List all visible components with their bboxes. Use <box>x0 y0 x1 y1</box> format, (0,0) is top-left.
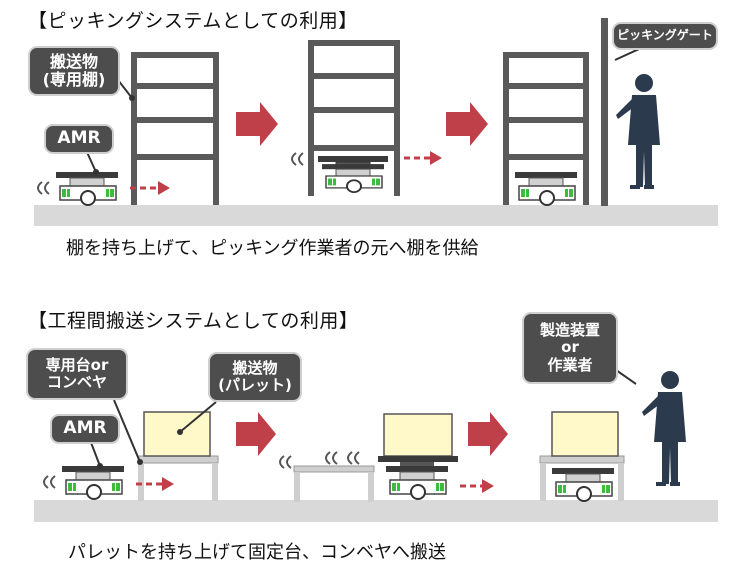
dashed-arrow-3 <box>136 477 174 491</box>
shelf-1 <box>131 52 219 205</box>
shelf-2 <box>308 40 400 196</box>
label-equipment-line1: 製造装置 <box>539 321 600 340</box>
caption-transport: パレットを持ち上げて固定台、コンベヤへ搬送 <box>68 542 446 563</box>
label-equipment-or-worker: 製造装置 or 作業者 <box>522 312 618 384</box>
wave-icon <box>347 451 360 465</box>
dashed-arrow-4 <box>460 479 494 493</box>
label-equipment-line2: or <box>561 338 579 357</box>
label-equipment-line3: 作業者 <box>547 355 593 374</box>
dashed-arrow-1 <box>130 181 170 195</box>
flow-arrow-1 <box>236 102 278 146</box>
section-title-transport: 【工程間搬送システムとしての利用】 <box>28 310 359 332</box>
label-amr-2: AMR <box>50 414 120 444</box>
picking-gate-post <box>601 18 608 206</box>
label-cargo-line1: 搬送物 <box>49 51 98 71</box>
amr-robot-2 <box>321 161 385 194</box>
amr-robot-4 <box>61 465 125 500</box>
label-cargo-shelf: 搬送物 (専用棚) <box>28 46 120 96</box>
worker-2 <box>642 371 686 486</box>
floor-top <box>34 205 718 226</box>
wave-icon <box>37 181 50 195</box>
wave-icon <box>279 455 292 469</box>
caption-picking: 棚を持ち上げて、ピッキング作業者の元へ棚を供給 <box>66 238 479 259</box>
wave-icon <box>325 451 338 465</box>
label-picking-gate: ピッキングゲート <box>612 22 718 50</box>
label-platform-line1: 専用台or <box>45 355 109 374</box>
amr-robot-6 <box>551 467 615 502</box>
platform-3 <box>539 411 625 501</box>
pallet-2 <box>383 413 453 457</box>
amr-robot-1 <box>55 171 119 206</box>
amr-robot-5 <box>385 462 449 500</box>
wave-icon <box>43 475 56 489</box>
platform-2 <box>293 465 375 502</box>
flow-arrow-4 <box>468 412 508 456</box>
dashed-arrow-2 <box>404 151 442 165</box>
shelf-3 <box>503 52 589 205</box>
label-platform-line2: コンベヤ <box>46 373 107 391</box>
platform-1 <box>137 411 219 501</box>
section-title-picking: 【ピッキングシステムとしての利用】 <box>28 10 358 32</box>
label-cargo-line2: (専用棚) <box>42 70 106 89</box>
label-platform: 専用台or コンベヤ <box>26 348 128 400</box>
label-amr-1: AMR <box>44 124 114 154</box>
label-pallet-line2: (パレット) <box>218 376 292 394</box>
label-pallet-line1: 搬送物 <box>232 358 278 377</box>
flow-arrow-2 <box>446 102 488 146</box>
wave-icon <box>291 152 304 166</box>
flow-arrow-3 <box>236 412 276 456</box>
label-cargo-pallet: 搬送物 (パレット) <box>208 352 302 402</box>
floor-bottom <box>34 500 718 522</box>
amr-robot-3 <box>514 171 578 206</box>
worker-1 <box>616 74 660 189</box>
